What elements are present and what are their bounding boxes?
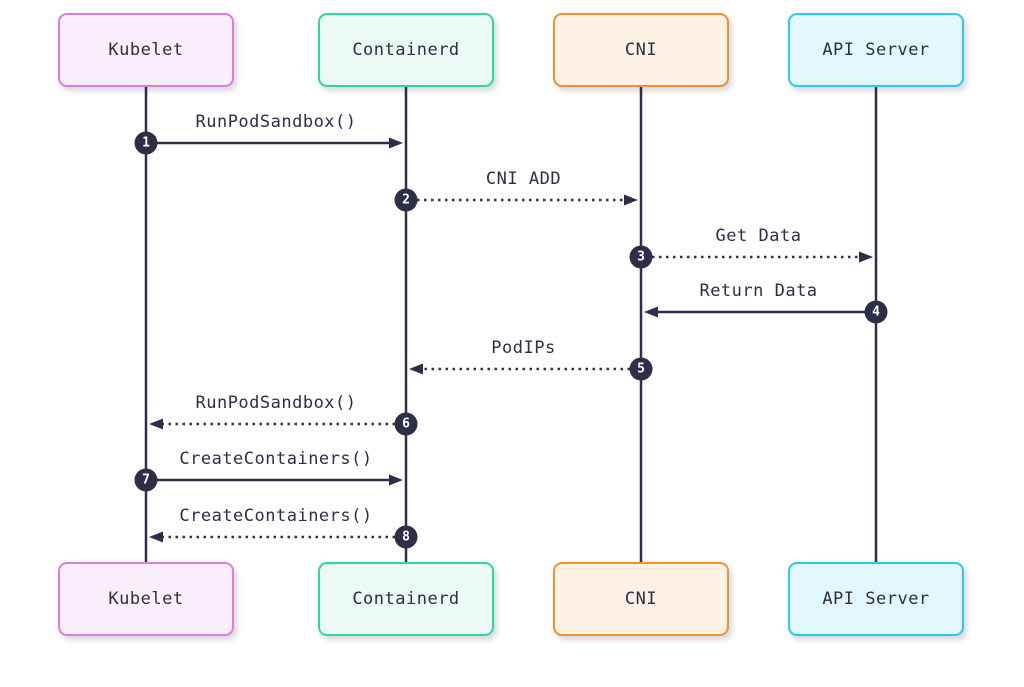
actor-box-containerd-bottom: Containerd — [318, 562, 494, 636]
actor-label: API Server — [822, 40, 930, 60]
sequence-number-badge-5: 5 — [629, 357, 653, 381]
actor-box-containerd-top: Containerd — [318, 13, 494, 87]
sequence-number-badge-4: 4 — [864, 300, 888, 324]
actor-label: Containerd — [352, 589, 460, 609]
actor-label: CNI — [624, 589, 658, 609]
arrowhead-2 — [624, 194, 638, 206]
sequence-number-badge-3: 3 — [629, 245, 653, 269]
message-label-4: Return Data — [699, 281, 818, 301]
arrowhead-7 — [389, 474, 403, 486]
actor-box-cni-bottom: CNI — [553, 562, 729, 636]
message-label-3: Get Data — [715, 226, 802, 246]
arrowhead-3 — [859, 251, 873, 263]
arrowhead-4 — [644, 306, 658, 318]
arrowhead-5 — [409, 363, 423, 375]
arrowhead-1 — [389, 137, 403, 149]
sequence-number-badge-2: 2 — [394, 188, 418, 212]
actor-box-kubelet-bottom: Kubelet — [58, 562, 234, 636]
message-label-5: PodIPs — [491, 338, 556, 358]
sequence-number-badge-1: 1 — [134, 131, 158, 155]
message-label-2: CNI ADD — [485, 169, 562, 189]
message-label-7: CreateContainers() — [179, 449, 373, 469]
actor-label: Kubelet — [108, 589, 184, 609]
actor-box-kubelet-top: Kubelet — [58, 13, 234, 87]
message-label-1: RunPodSandbox() — [195, 112, 357, 132]
actor-label: API Server — [822, 589, 930, 609]
arrowhead-8 — [149, 531, 163, 543]
sequence-number-badge-7: 7 — [134, 468, 158, 492]
actor-box-api-server-top: API Server — [788, 13, 964, 87]
arrowhead-6 — [149, 418, 163, 430]
actor-box-cni-top: CNI — [553, 13, 729, 87]
actor-box-api-server-bottom: API Server — [788, 562, 964, 636]
actor-label: Kubelet — [108, 40, 184, 60]
sequence-number-badge-8: 8 — [394, 525, 418, 549]
message-label-8: CreateContainers() — [179, 506, 373, 526]
message-label-6: RunPodSandbox() — [195, 393, 357, 413]
sequence-number-badge-6: 6 — [394, 412, 418, 436]
actor-label: CNI — [624, 40, 658, 60]
actor-label: Containerd — [352, 40, 460, 60]
